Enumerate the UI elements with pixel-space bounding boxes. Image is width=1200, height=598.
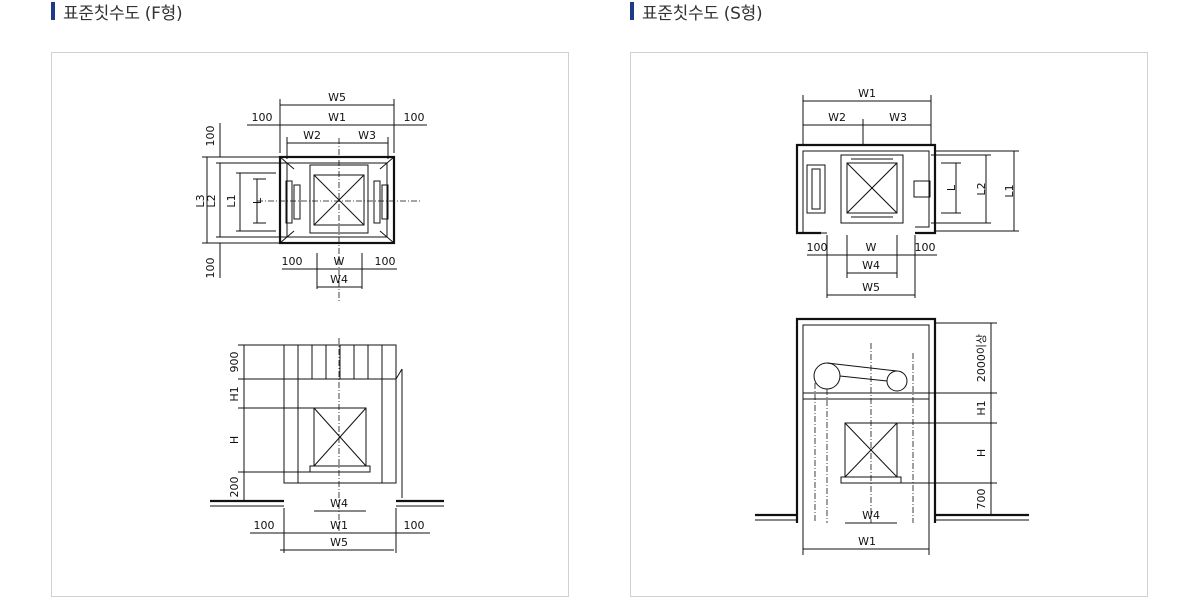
dim-700: 700 [975, 489, 988, 510]
dim-w5: W5 [328, 91, 346, 104]
dim-w2: W2 [303, 129, 321, 142]
dim-100: 100 [807, 241, 828, 254]
accent-bar [630, 2, 634, 20]
dim-l: L [945, 184, 958, 191]
dim-h: H [228, 436, 241, 444]
dim-w3: W3 [889, 111, 907, 124]
dim-l2: L2 [975, 182, 988, 195]
dim-w1: W1 [330, 519, 348, 532]
dim-w4: W4 [330, 273, 348, 286]
dim-w1: W1 [328, 111, 346, 124]
heading-s-type-text: 표준칫수도 (S형) [642, 3, 763, 24]
s-type-diagram: W1 W2 W3 L L2 L1 [755, 87, 1029, 555]
dim-100: 100 [254, 519, 275, 532]
dim-h1: H1 [228, 386, 241, 401]
dim-100: 100 [252, 111, 273, 124]
dim-l1: L1 [225, 194, 238, 207]
dim-w4: W4 [862, 259, 880, 272]
dim-100: 100 [282, 255, 303, 268]
heading-f-type: 표준칫수도 (F형) [51, 0, 183, 24]
dim-w5: W5 [862, 281, 880, 294]
dim-w5: W5 [330, 536, 348, 549]
s-plan-view: W1 W2 W3 L L2 L1 [795, 87, 1019, 298]
dim-w3: W3 [358, 129, 376, 142]
dim-l2: L2 [205, 194, 218, 207]
dim-h: H [975, 449, 988, 457]
dim-w1: W1 [858, 87, 876, 100]
dim-100: 100 [404, 519, 425, 532]
heading-s-type: 표준칫수도 (S형) [630, 0, 763, 24]
dim-l: L [251, 197, 264, 204]
dim-w: W [334, 255, 345, 268]
dim-w4: W4 [330, 497, 348, 510]
s-type-panel: W1 W2 W3 L L2 L1 [630, 52, 1148, 597]
heading-f-type-text: 표준칫수도 (F형) [63, 3, 183, 24]
dim-2000: 2000이상 [975, 334, 988, 382]
dim-100: 100 [915, 241, 936, 254]
dim-100: 100 [204, 258, 217, 279]
dim-w: W [866, 241, 877, 254]
dim-100: 100 [204, 126, 217, 147]
dim-w4: W4 [862, 509, 880, 522]
f-plan-view: W5 W1 100 100 W2 W3 [194, 91, 427, 303]
dim-w2: W2 [828, 111, 846, 124]
dim-100: 100 [375, 255, 396, 268]
dim-100: 100 [404, 111, 425, 124]
dim-w1: W1 [858, 535, 876, 548]
f-type-panel: W5 W1 100 100 W2 W3 [51, 52, 569, 597]
dim-h1: H1 [975, 400, 988, 415]
accent-bar [51, 2, 55, 20]
dim-900: 900 [228, 352, 241, 373]
f-type-diagram: W5 W1 100 100 W2 W3 [194, 91, 444, 553]
s-elevation-view: 2000이상 H1 H 700 W4 W1 [755, 317, 1029, 555]
dim-200: 200 [228, 477, 241, 498]
dim-l3: L3 [194, 194, 207, 207]
dim-l1: L1 [1003, 184, 1016, 197]
f-elevation-view: 900 H1 H 200 W4 W1 100 100 W5 [210, 338, 444, 553]
